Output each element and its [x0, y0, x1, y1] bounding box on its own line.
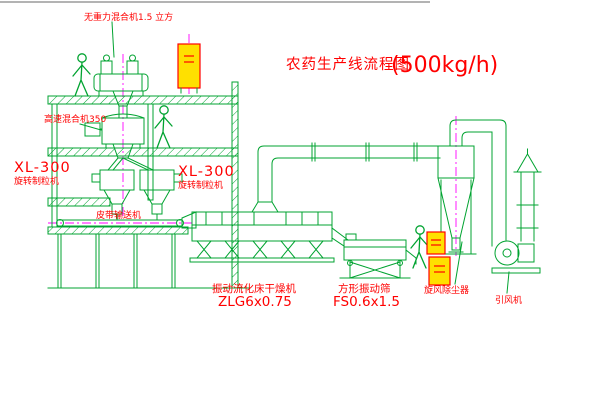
label-cyclone: 旋风除尘器 [424, 284, 469, 296]
dryer-body [191, 224, 333, 242]
label-screen-model: FS0.6x1.5 [333, 294, 400, 310]
mixer-motor-left [100, 60, 113, 75]
label-dryer-model: ZLG6x0.75 [218, 294, 292, 310]
label-granulator-mid-name: 旋转制粒机 [178, 179, 223, 191]
screen-deck [343, 239, 407, 261]
control-cabinet-right-1 [426, 231, 446, 255]
floor-beam-top [47, 95, 239, 105]
column-right-tall [231, 81, 239, 289]
worker-figure [410, 225, 429, 269]
cyclone-dust-outlet [451, 237, 461, 251]
fan-base [491, 267, 541, 274]
column-mid [147, 103, 154, 201]
dryer-base [189, 257, 335, 263]
granulator-right [139, 169, 183, 221]
worker-figure [154, 105, 173, 149]
column-left [51, 103, 58, 228]
label-high-speed-mixer: 高速混合机350 [44, 113, 106, 125]
dryer-inlet [181, 211, 197, 229]
structure-frame [47, 81, 251, 289]
cabinet-box [426, 231, 446, 255]
granulator-body [99, 169, 135, 191]
label-granulator-mid-model: XL-300 [178, 164, 235, 180]
dryer-discharge-chute [331, 227, 349, 247]
granulator-left [91, 169, 135, 221]
cyclone-outlet-duct [449, 119, 507, 247]
label-capacity: (500kg/h) [391, 53, 498, 78]
mixer-motor-right [126, 60, 139, 75]
cyclone-separator [435, 145, 477, 255]
exhaust-stack [513, 148, 542, 242]
granulator-motor [173, 173, 183, 183]
floor-beam-lower [47, 197, 111, 207]
granulator-body [139, 169, 175, 191]
label-fan: 引风机 [495, 294, 522, 306]
label-title: 农药生产线流程图 [286, 56, 410, 73]
dryer-upper-chamber [191, 211, 333, 226]
label-top-mixer: 无重力混合机1.5 立方 [84, 11, 173, 23]
label-belt-conveyor: 皮带输送机 [96, 209, 141, 221]
fluid-bed-dryer [181, 211, 349, 263]
mixer-body [93, 73, 149, 92]
label-dryer-name: 振动流化床干燥机 [212, 282, 296, 295]
worker-figure [72, 53, 91, 97]
label-granulator-left-name: 旋转制粒机 [14, 175, 59, 187]
control-cabinet-right-2 [428, 256, 451, 286]
granulator-motor [91, 173, 101, 183]
duct-reducer [251, 201, 279, 213]
control-cabinet-top [177, 43, 201, 94]
labels: 无重力混合机1.5 立方 农药生产线流程图 (500kg/h) 高速混合机350… [14, 11, 522, 310]
fan-hub [502, 248, 512, 258]
leader-lines [79, 21, 510, 294]
exhaust-duct-main [251, 142, 441, 213]
cabinet-box [428, 256, 451, 286]
floor-beam-mid [47, 147, 239, 157]
belt-conveyor [56, 219, 184, 227]
gravity-mixer [93, 54, 149, 119]
y-splitter-chute [107, 157, 154, 171]
ground-slab [47, 226, 189, 235]
cabinet-box [177, 43, 201, 89]
vibrating-screen [339, 233, 417, 279]
induced-draft-fan [491, 240, 541, 274]
belt-roller [56, 219, 64, 227]
fan-motor [517, 243, 535, 263]
screen-outlet-chute [405, 249, 417, 265]
belt-roller [176, 219, 184, 227]
label-screen-name: 方形振动筛 [338, 282, 391, 295]
rain-cap [516, 153, 539, 173]
worker-figures [72, 53, 429, 269]
fan-scroll [494, 240, 520, 266]
label-granulator-left-model: XL-300 [14, 160, 71, 176]
